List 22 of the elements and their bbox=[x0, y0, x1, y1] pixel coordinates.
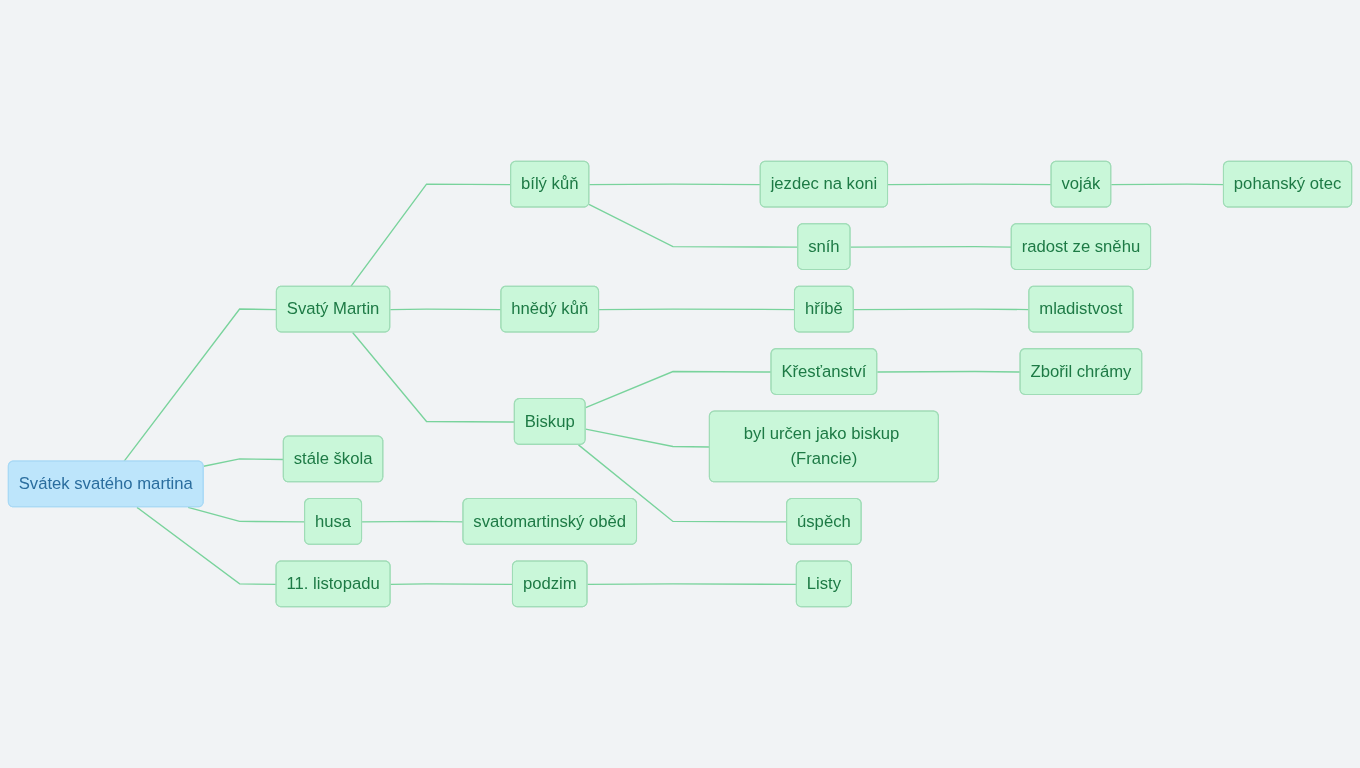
central-topic-box: Svátek svatého martina bbox=[7, 460, 204, 508]
topic-box: sníh bbox=[797, 223, 851, 270]
topic-box: mladistvost bbox=[1028, 285, 1134, 333]
topic-box: úspěch bbox=[786, 498, 862, 545]
topic-box: Křesťanství bbox=[770, 348, 878, 395]
topic-box: husa bbox=[304, 498, 363, 545]
topic-box: byl určen jako biskup (Francie) bbox=[708, 410, 939, 483]
topic-box: Listy bbox=[795, 560, 852, 608]
topic-box: voják bbox=[1050, 160, 1112, 208]
topic-box: Svatý Martin bbox=[275, 285, 391, 333]
topic-box: bílý kůň bbox=[510, 160, 590, 208]
topic-box: jezdec na koni bbox=[759, 160, 889, 208]
topic-box: svatomartinský oběd bbox=[462, 498, 638, 545]
topic-box: Biskup bbox=[513, 398, 586, 445]
topic-box: hnědý kůň bbox=[500, 285, 600, 333]
topic-box: Zbořil chrámy bbox=[1019, 348, 1143, 395]
topic-box: pohanský otec bbox=[1222, 160, 1353, 208]
topic-box: 11. listopadu bbox=[275, 560, 391, 608]
topic-box: radost ze sněhu bbox=[1010, 223, 1152, 270]
topic-box: hříbě bbox=[793, 285, 854, 333]
topic-box: podzim bbox=[511, 560, 588, 608]
topic-box: stále škola bbox=[282, 435, 384, 483]
